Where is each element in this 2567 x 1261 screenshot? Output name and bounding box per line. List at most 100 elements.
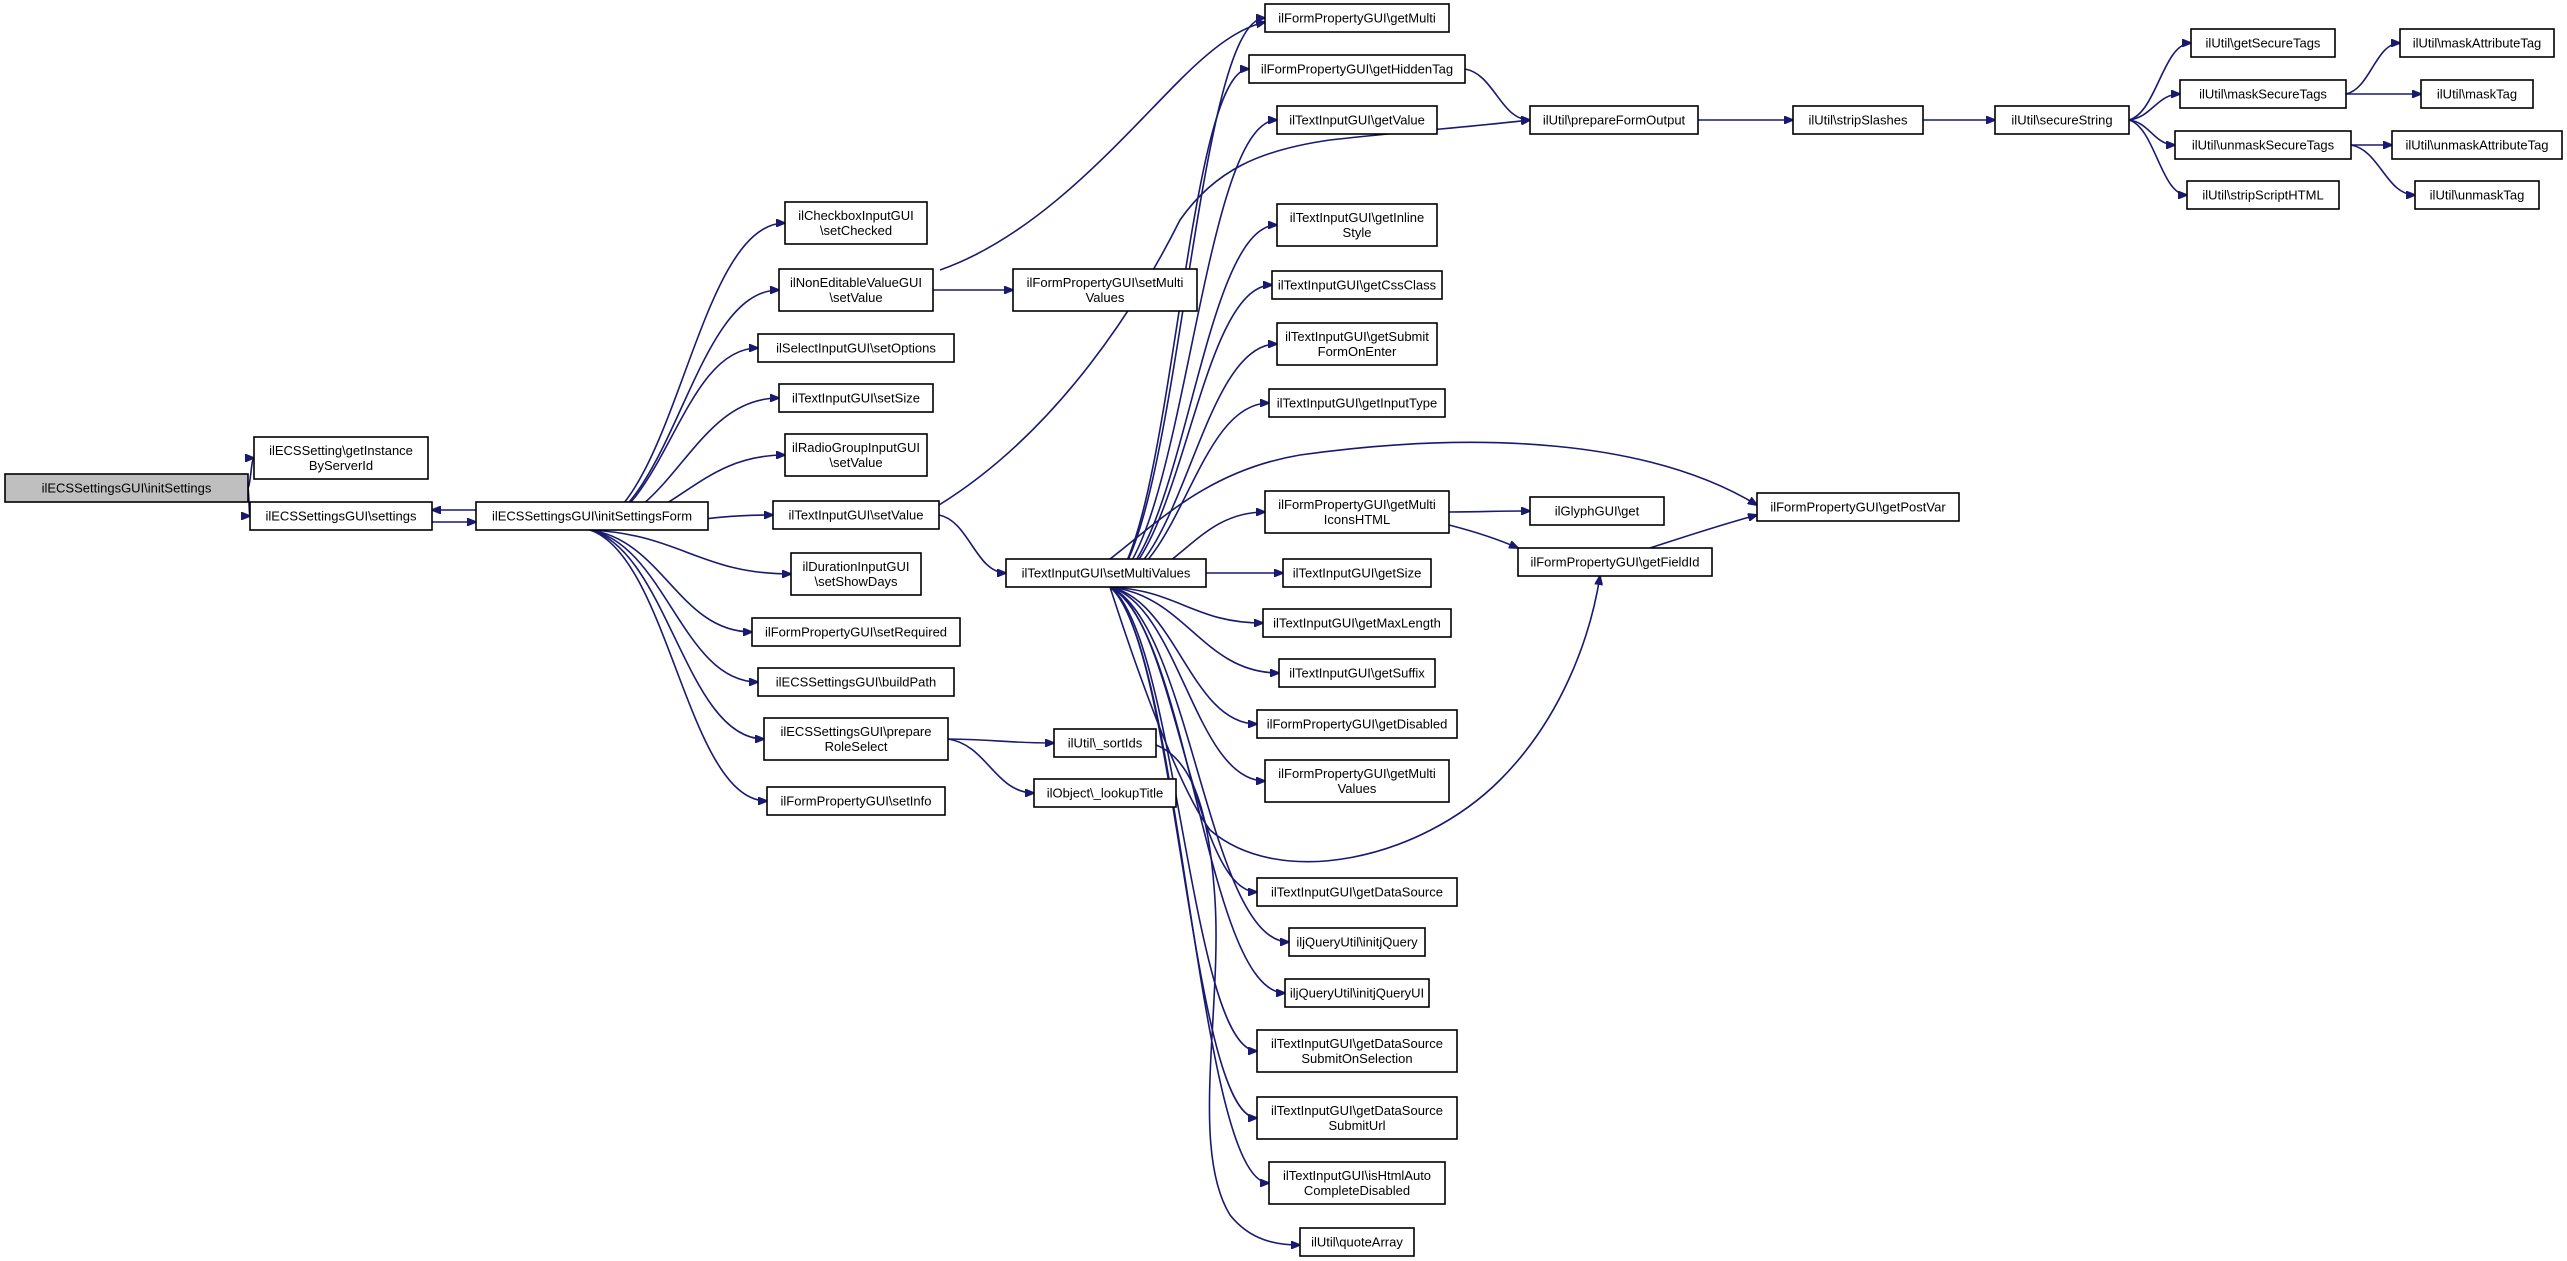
node-box[interactable] bbox=[757, 333, 955, 363]
node-box[interactable] bbox=[1005, 558, 1207, 588]
node-glyphget[interactable]: ilGlyphGUI\get bbox=[1529, 496, 1665, 526]
node-box[interactable] bbox=[1012, 268, 1198, 312]
node-jqinitui[interactable]: iljQueryUtil\initjQueryUI bbox=[1284, 978, 1430, 1008]
node-tigetinput[interactable]: ilTextInputGUI\getInputType bbox=[1268, 388, 1446, 418]
node-tisetvalue[interactable]: ilTextInputGUI\setValue bbox=[772, 500, 940, 530]
node-box[interactable] bbox=[2186, 180, 2340, 210]
node-box[interactable] bbox=[778, 383, 934, 413]
node-tiishtml[interactable]: ilTextInputGUI\isHtmlAutoCompleteDisable… bbox=[1268, 1161, 1446, 1205]
node-masktag[interactable]: ilUtil\maskTag bbox=[2420, 79, 2534, 109]
node-quotearray[interactable]: ilUtil\quoteArray bbox=[1299, 1227, 1415, 1257]
node-maskattr[interactable]: ilUtil\maskAttributeTag bbox=[2399, 28, 2555, 58]
node-box[interactable] bbox=[253, 436, 429, 480]
node-securestring[interactable]: ilUtil\secureString bbox=[1994, 105, 2130, 135]
node-dursetshow[interactable]: ilDurationInputGUI\setShowDays bbox=[790, 552, 922, 596]
node-box[interactable] bbox=[1994, 105, 2130, 135]
node-box[interactable] bbox=[1268, 1161, 1446, 1205]
node-buildpath[interactable]: ilECSSettingsGUI\buildPath bbox=[757, 667, 955, 697]
node-nesetvalue[interactable]: ilNonEditableValueGUI\setValue bbox=[778, 268, 934, 312]
node-box[interactable] bbox=[757, 667, 955, 697]
node-unmaskattr[interactable]: ilUtil\unmaskAttributeTag bbox=[2391, 130, 2563, 160]
node-getsecuretags[interactable]: ilUtil\getSecureTags bbox=[2190, 28, 2336, 58]
node-box[interactable] bbox=[1792, 105, 1924, 135]
node-box[interactable] bbox=[1256, 709, 1458, 739]
node-tisetsize[interactable]: ilTextInputGUI\setSize bbox=[778, 383, 934, 413]
node-box[interactable] bbox=[1276, 203, 1438, 247]
node-fpgetdisabled[interactable]: ilFormPropertyGUI\getDisabled bbox=[1256, 709, 1458, 739]
node-tigetdssub[interactable]: ilTextInputGUI\getDataSourceSubmitOnSele… bbox=[1256, 1029, 1458, 1073]
node-box[interactable] bbox=[2399, 28, 2555, 58]
node-box[interactable] bbox=[1256, 1096, 1458, 1140]
node-unmasktag[interactable]: ilUtil\unmaskTag bbox=[2414, 180, 2540, 210]
node-sortids[interactable]: ilUtil\_sortIds bbox=[1053, 728, 1157, 758]
node-masksecuretags[interactable]: ilUtil\maskSecureTags bbox=[2179, 79, 2347, 109]
node-box[interactable] bbox=[790, 552, 922, 596]
node-tigetcss[interactable]: ilTextInputGUI\getCssClass bbox=[1271, 270, 1443, 300]
node-box[interactable] bbox=[1529, 496, 1665, 526]
node-box[interactable] bbox=[1282, 558, 1432, 588]
node-box[interactable] bbox=[751, 617, 961, 647]
node-box[interactable] bbox=[1299, 1227, 1415, 1257]
node-box[interactable] bbox=[475, 501, 709, 531]
node-box[interactable] bbox=[2414, 180, 2540, 210]
node-tigetsize[interactable]: ilTextInputGUI\getSize bbox=[1282, 558, 1432, 588]
node-tigetmaxlen[interactable]: ilTextInputGUI\getMaxLength bbox=[1262, 608, 1452, 638]
node-stripslashes[interactable]: ilUtil\stripSlashes bbox=[1792, 105, 1924, 135]
node-box[interactable] bbox=[1264, 759, 1450, 803]
node-fpgetmulti[interactable]: ilFormPropertyGUI\getMulti bbox=[1264, 3, 1450, 33]
node-box[interactable] bbox=[1529, 105, 1699, 135]
node-selsetopt[interactable]: ilSelectInputGUI\setOptions bbox=[757, 333, 955, 363]
node-box[interactable] bbox=[1276, 105, 1438, 135]
node-fpsetinfo[interactable]: ilFormPropertyGUI\setInfo bbox=[766, 786, 946, 816]
node-prepform[interactable]: ilUtil\prepareFormOutput bbox=[1529, 105, 1699, 135]
node-box[interactable] bbox=[1264, 490, 1450, 534]
node-box[interactable] bbox=[763, 717, 949, 761]
node-box[interactable] bbox=[1756, 492, 1960, 522]
node-fpgetpostvar[interactable]: ilFormPropertyGUI\getPostVar bbox=[1756, 492, 1960, 522]
node-box[interactable] bbox=[4, 473, 249, 503]
node-tigetsuffix[interactable]: ilTextInputGUI\getSuffix bbox=[1278, 658, 1436, 688]
node-fpsetmulti[interactable]: ilFormPropertyGUI\setMultiValues bbox=[1012, 268, 1198, 312]
node-lookuptitle[interactable]: ilObject\_lookupTitle bbox=[1033, 778, 1177, 808]
node-cbsetchecked[interactable]: ilCheckboxInputGUI\setChecked bbox=[784, 201, 928, 245]
node-box[interactable] bbox=[1053, 728, 1157, 758]
node-box[interactable] bbox=[1288, 927, 1426, 957]
node-jqinit[interactable]: iljQueryUtil\initjQuery bbox=[1288, 927, 1426, 957]
node-box[interactable] bbox=[1268, 388, 1446, 418]
node-settings[interactable]: ilECSSettingsGUI\settings bbox=[249, 501, 433, 531]
node-box[interactable] bbox=[1276, 322, 1438, 366]
node-box[interactable] bbox=[2420, 79, 2534, 109]
node-box[interactable] bbox=[1271, 270, 1443, 300]
node-box[interactable] bbox=[784, 433, 928, 477]
node-box[interactable] bbox=[1248, 54, 1466, 84]
node-box[interactable] bbox=[2391, 130, 2563, 160]
node-box[interactable] bbox=[1033, 778, 1177, 808]
node-box[interactable] bbox=[2174, 130, 2352, 160]
node-box[interactable] bbox=[778, 268, 934, 312]
node-box[interactable] bbox=[766, 786, 946, 816]
node-box[interactable] bbox=[1262, 608, 1452, 638]
node-fpgethidden[interactable]: ilFormPropertyGUI\getHiddenTag bbox=[1248, 54, 1466, 84]
node-box[interactable] bbox=[1517, 547, 1713, 577]
node-box[interactable] bbox=[249, 501, 433, 531]
node-box[interactable] bbox=[784, 201, 928, 245]
node-box[interactable] bbox=[1278, 658, 1436, 688]
node-initform[interactable]: ilECSSettingsGUI\initSettingsForm bbox=[475, 501, 709, 531]
node-box[interactable] bbox=[1256, 877, 1458, 907]
node-tisetmulti[interactable]: ilTextInputGUI\setMultiValues bbox=[1005, 558, 1207, 588]
node-fpgetfieldid[interactable]: ilFormPropertyGUI\getFieldId bbox=[1517, 547, 1713, 577]
node-tigetds[interactable]: ilTextInputGUI\getDataSource bbox=[1256, 877, 1458, 907]
node-fpsetreq[interactable]: ilFormPropertyGUI\setRequired bbox=[751, 617, 961, 647]
node-unmasksecuretags[interactable]: ilUtil\unmaskSecureTags bbox=[2174, 130, 2352, 160]
node-stripscript[interactable]: ilUtil\stripScriptHTML bbox=[2186, 180, 2340, 210]
node-box[interactable] bbox=[772, 500, 940, 530]
node-box[interactable] bbox=[1264, 3, 1450, 33]
node-root[interactable]: ilECSSettingsGUI\initSettings bbox=[4, 473, 249, 503]
node-rgsetvalue[interactable]: ilRadioGroupInputGUI\setValue bbox=[784, 433, 928, 477]
